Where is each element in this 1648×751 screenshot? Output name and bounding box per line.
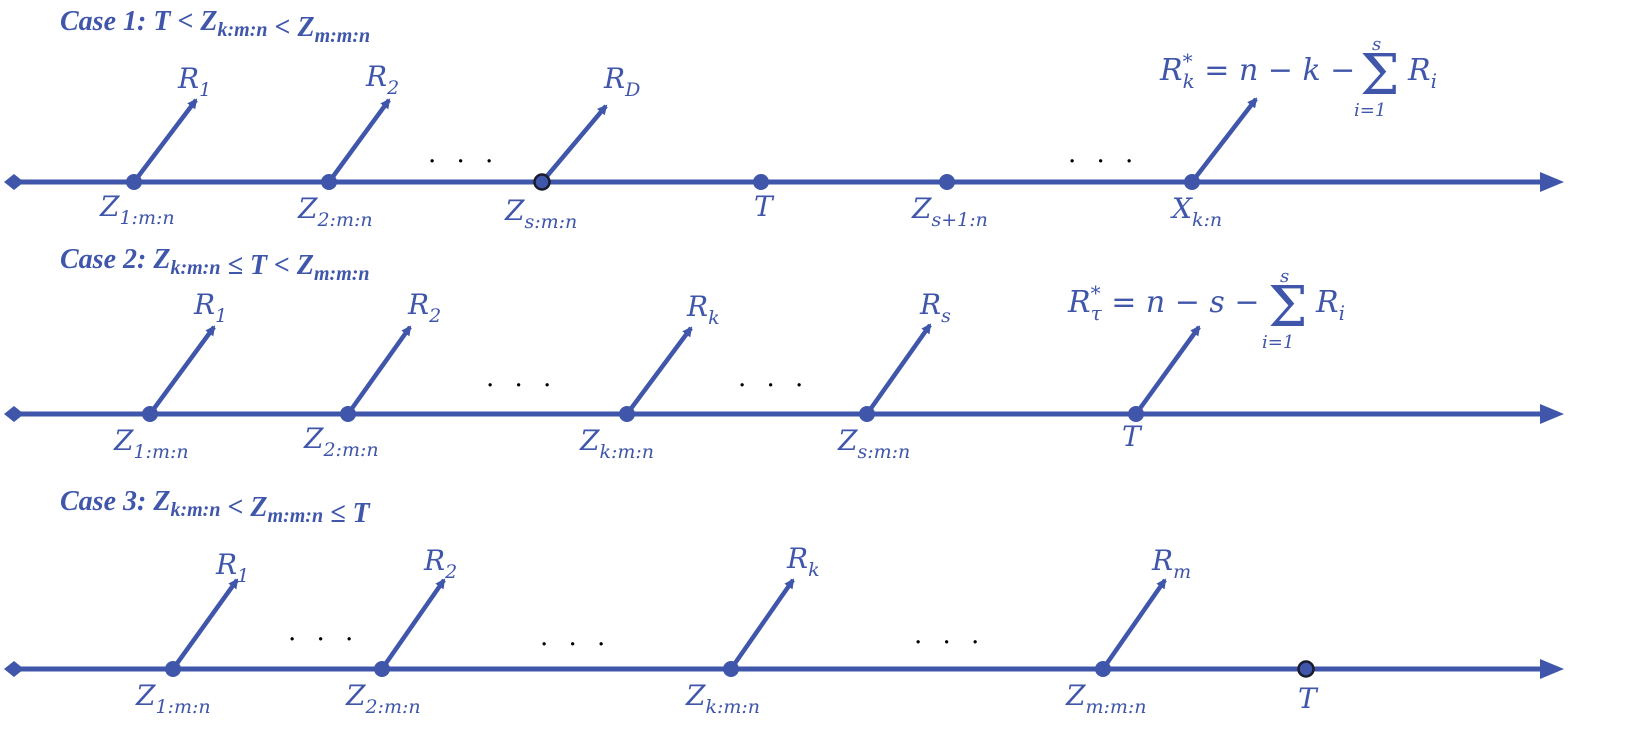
- point-label: Z2:m:n: [303, 422, 379, 461]
- time-point-marker: [165, 661, 181, 677]
- time-point-marker: [619, 406, 635, 422]
- removal-arrow: [729, 578, 795, 671]
- point-label: Z1:m:n: [99, 190, 175, 229]
- removal-arrow: [148, 325, 216, 416]
- summation-sigma: Σ: [1268, 275, 1308, 340]
- removal-arrow: [346, 325, 412, 416]
- removal-arrow: [1101, 578, 1167, 671]
- point-label: Z1:m:n: [135, 679, 211, 718]
- case-title: Case 2: Zk:m:n ≤ T < Zm:m:n: [60, 244, 370, 285]
- removal-label: R2: [423, 544, 457, 583]
- time-point-marker: [1095, 661, 1111, 677]
- axis-start-diamond: [4, 406, 24, 422]
- removal-label: Rm: [1151, 544, 1191, 583]
- removal-arrow: [171, 578, 239, 671]
- time-point-marker: [340, 406, 356, 422]
- point-label: T: [1122, 420, 1143, 453]
- time-point-marker: [859, 406, 875, 422]
- time-point-marker: [1297, 660, 1315, 678]
- removal-arrow: [1134, 325, 1201, 416]
- sum-term: Ri: [1315, 285, 1345, 325]
- time-point-marker: [1184, 174, 1200, 190]
- time-point-marker: [374, 661, 390, 677]
- ellipsis: . . .: [428, 139, 499, 169]
- removal-label: R1: [193, 288, 227, 327]
- point-label: Zk:m:n: [685, 679, 760, 718]
- time-point-marker: [939, 174, 955, 190]
- point-label: Zk:m:n: [579, 424, 654, 463]
- time-point-marker: [723, 661, 739, 677]
- axis-end-arrowhead: [1540, 404, 1564, 424]
- point-label: Zs:m:n: [504, 194, 577, 233]
- case-title: Case 1: T < Zk:m:n < Zm:m:n: [60, 6, 370, 47]
- point-label: T: [1298, 682, 1319, 715]
- ellipsis: . . .: [486, 363, 557, 393]
- removal-arrow: [1190, 97, 1258, 184]
- removal-arrow: [327, 98, 391, 184]
- point-label: Xk:n: [1170, 192, 1222, 231]
- final-removal-formula: R*k = n − k −: [1159, 49, 1355, 93]
- axis-start-diamond: [4, 174, 24, 190]
- label-layer: Case 1: T < Zk:m:n < Zm:m:nZ1:m:nR1Z2:m:…: [60, 6, 1437, 718]
- final-removal-formula: R*τ = n − s −: [1067, 281, 1260, 325]
- point-label: Z1:m:n: [113, 424, 189, 463]
- removal-arrow: [865, 323, 932, 416]
- point-label: Zs:m:n: [837, 424, 910, 463]
- removal-arrow: [132, 98, 198, 184]
- case-title: Case 3: Zk:m:n < Zm:m:n ≤ T: [60, 486, 371, 529]
- removal-arrow: [380, 578, 446, 671]
- removal-label: RD: [603, 62, 640, 101]
- ellipsis: . . .: [288, 617, 359, 647]
- time-point-marker: [321, 174, 337, 190]
- sum-term: Ri: [1407, 53, 1437, 93]
- removal-arrow: [625, 326, 693, 416]
- removal-label: Rk: [686, 290, 720, 329]
- time-point-marker: [753, 174, 769, 190]
- sum-upper-limit: s: [1372, 34, 1381, 55]
- time-point-marker: [142, 406, 158, 422]
- axis-end-arrowhead: [1540, 172, 1564, 192]
- removal-label: R2: [407, 288, 441, 327]
- ellipsis: . . .: [540, 622, 611, 652]
- time-point-marker: [1128, 406, 1144, 422]
- point-label: Zm:m:n: [1065, 679, 1147, 718]
- time-point-marker: [126, 174, 142, 190]
- removal-label: R1: [215, 548, 249, 587]
- ellipsis: . . .: [738, 363, 809, 393]
- sum-lower-limit: i=1: [1262, 332, 1294, 353]
- removal-label: R2: [365, 60, 399, 99]
- removal-label: Rs: [919, 288, 951, 327]
- point-label: T: [754, 190, 775, 223]
- ellipsis: . . .: [1068, 139, 1139, 169]
- removal-label: R1: [177, 62, 211, 101]
- axis-start-diamond: [4, 661, 24, 677]
- removal-arrow: [540, 104, 608, 184]
- ellipsis: . . .: [914, 620, 985, 650]
- time-point-marker: [533, 173, 551, 191]
- point-label: Z2:m:n: [345, 679, 421, 718]
- removal-label: Rk: [786, 542, 820, 581]
- axis-end-arrowhead: [1540, 659, 1564, 679]
- timeline-layer: [4, 97, 1564, 679]
- sum-upper-limit: s: [1280, 266, 1289, 287]
- point-label: Zs+1:n: [911, 192, 988, 231]
- summation-sigma: Σ: [1360, 43, 1400, 108]
- sum-lower-limit: i=1: [1354, 100, 1386, 121]
- point-label: Z2:m:n: [297, 192, 373, 231]
